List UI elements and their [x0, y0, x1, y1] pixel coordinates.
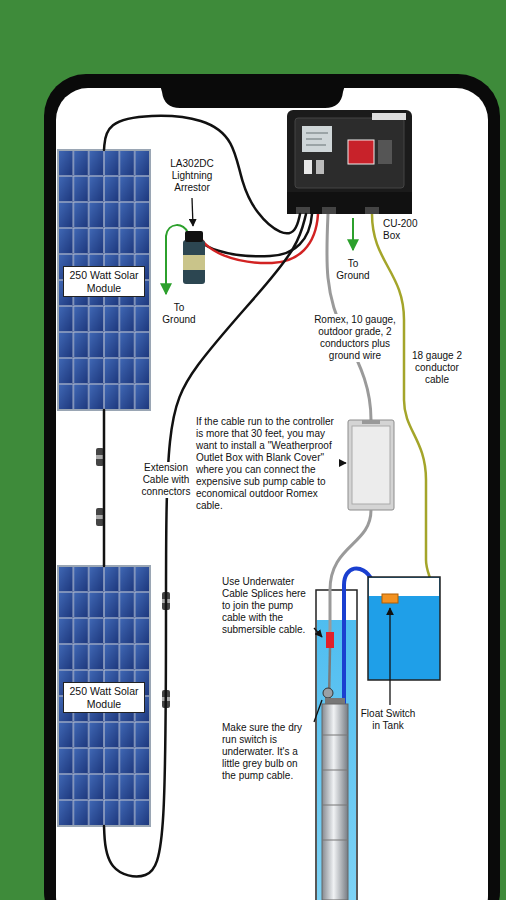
leader-line: [192, 198, 193, 226]
controller-sticker: [372, 113, 406, 120]
note-text: Use Underwater Cable Splices here to joi…: [222, 576, 312, 636]
solar-module: 250 Watt Solar Module: [58, 150, 150, 410]
controller-indicator: [348, 140, 374, 164]
controller-button: [316, 160, 324, 174]
display-mark: [306, 144, 326, 146]
solar-module: 250 Watt Solar Module: [58, 566, 150, 826]
controller-indicator: [378, 140, 392, 164]
arrestor-cap: [185, 231, 203, 242]
leader-line: [389, 608, 390, 705]
outlet-hinge: [362, 420, 380, 424]
ground-wire: [352, 218, 354, 250]
wire: [103, 410, 106, 566]
display-mark: [306, 138, 322, 140]
cable-gland: [296, 207, 310, 214]
outlet-box: [348, 420, 394, 510]
pump-rib: [322, 805, 348, 806]
submersible-pump: [322, 704, 348, 900]
float-switch: [382, 594, 398, 603]
cable-gland: [365, 207, 379, 214]
float-cable: [372, 214, 432, 600]
arrestor-wire: [198, 214, 318, 263]
cable-splice: [326, 632, 334, 648]
note-text: Make sure the dry run switch is underwat…: [222, 722, 312, 782]
controller-body: [287, 110, 412, 214]
cable-label: 18 gauge 2 conductor cable: [408, 350, 466, 386]
ground-label: To Ground: [156, 302, 202, 326]
well-water: [317, 620, 356, 900]
note-text: If the cable run to the controller is mo…: [196, 416, 336, 512]
solar-cells: [58, 566, 150, 826]
phone-notch: [150, 80, 355, 108]
phone-screen: [56, 88, 488, 900]
display-mark: [306, 132, 328, 134]
cable-gland: [322, 207, 336, 214]
dry-run-switch: [323, 688, 333, 698]
device-name: CU-200 Box: [382, 218, 424, 242]
leader-line: [314, 700, 322, 722]
arrestor-label: LA302DC Lightning Arrestor: [163, 158, 221, 194]
panel-back: [58, 566, 150, 826]
wire-group: [104, 116, 306, 877]
ground-label: To Ground: [334, 258, 372, 282]
wire: [104, 214, 306, 876]
solar-cells: [58, 150, 150, 410]
controller-base: [287, 192, 412, 214]
pump-rib: [322, 840, 348, 841]
tank-label: Float Switch in Tank: [359, 708, 417, 732]
leader-line: [314, 628, 322, 637]
arrestor-sticker: [183, 255, 205, 270]
panel-back: [58, 150, 150, 410]
controller-button: [304, 160, 312, 174]
romex-cable: [327, 214, 371, 420]
outlet-cover: [352, 426, 390, 504]
cable-label: Extension Cable with connectors: [138, 462, 194, 498]
pump-rib: [322, 735, 348, 736]
module-label: 250 Watt Solar Module: [63, 266, 145, 297]
module-label: 250 Watt Solar Module: [63, 682, 145, 713]
tank-air: [369, 578, 439, 596]
phone-frame: [44, 74, 500, 900]
wire: [104, 116, 300, 233]
arrestor-body: [183, 240, 205, 284]
leader-line: [339, 462, 346, 463]
controller-display: [302, 126, 332, 152]
cable-label: Romex, 10 gauge, outdoor grade, 2 conduc…: [312, 314, 398, 362]
pump-rib: [322, 770, 348, 771]
controller-face: [295, 118, 404, 188]
water-tank: [368, 577, 440, 680]
controller-box: CU-200 Box: [287, 110, 412, 214]
